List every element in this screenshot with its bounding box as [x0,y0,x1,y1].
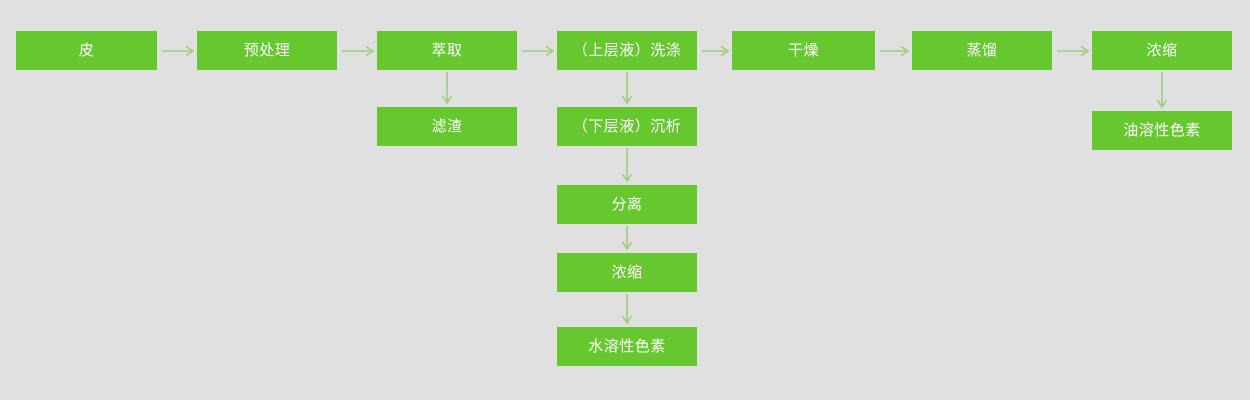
node-label: 滤渣 [431,118,463,135]
node-label: 预处理 [243,42,291,59]
arrow-concentration-to-water-pigment [621,292,633,327]
node-water-soluble-pigment[interactable]: 水溶性色素 [557,327,697,366]
node-concentration-water[interactable]: 浓缩 [557,253,697,292]
arrow-drying-to-distillation [875,45,912,57]
arrow-pretreatment-to-extraction [337,45,377,57]
node-wash-upper[interactable]: （上层液）洗涤 [557,31,697,70]
node-label: 蒸馏 [966,42,998,59]
arrow-extraction-to-wash [517,45,557,57]
node-oil-soluble-pigment[interactable]: 油溶性色素 [1092,111,1232,150]
arrow-wash-to-drying [697,45,732,57]
node-pretreatment[interactable]: 预处理 [197,31,337,70]
node-drying[interactable]: 干燥 [732,31,875,70]
arrow-separation-to-concentration [621,224,633,253]
node-label: 皮 [78,42,95,59]
arrow-peel-to-pretreatment [157,45,197,57]
arrow-distillation-to-concentration [1052,45,1092,57]
node-label: 水溶性色素 [588,338,666,355]
node-label: 浓缩 [1146,42,1178,59]
node-filter-residue[interactable]: 滤渣 [377,107,517,146]
arrow-precipitate-to-separation [621,146,633,185]
node-label: （下层液）沉析 [572,118,682,135]
node-separation[interactable]: 分离 [557,185,697,224]
node-label: 油溶性色素 [1123,122,1201,139]
node-concentration-oil[interactable]: 浓缩 [1092,31,1232,70]
node-label: 干燥 [787,42,819,59]
node-distillation[interactable]: 蒸馏 [912,31,1052,70]
arrow-concentration-to-oil-pigment [1156,70,1168,111]
node-label: （上层液）洗涤 [572,42,682,59]
node-precipitate-lower[interactable]: （下层液）沉析 [557,107,697,146]
node-peel[interactable]: 皮 [16,31,157,70]
arrow-wash-to-precipitate [621,70,633,107]
arrow-extraction-to-residue [441,70,453,107]
node-label: 分离 [611,196,643,213]
node-label: 浓缩 [611,264,643,281]
node-extraction[interactable]: 萃取 [377,31,517,70]
node-label: 萃取 [431,42,463,59]
